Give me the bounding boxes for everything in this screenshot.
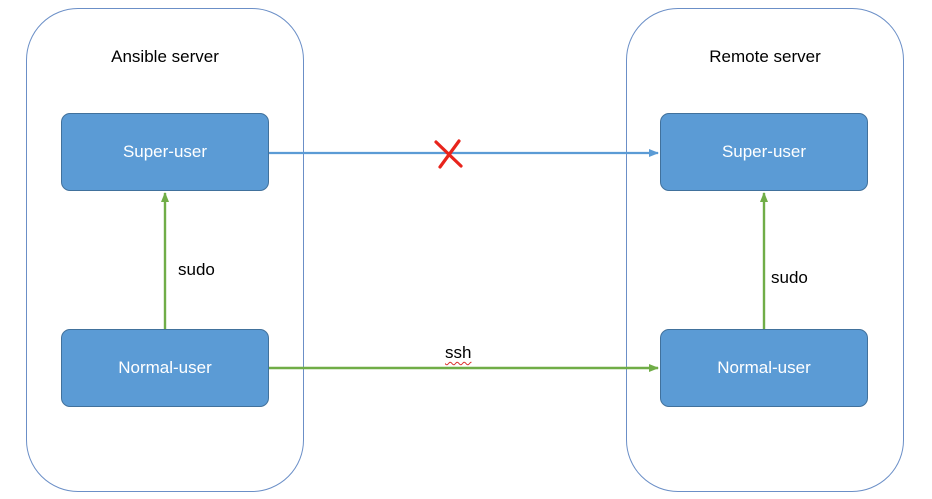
ansible-server-title: Ansible server [111,47,219,66]
ansible-server-container [26,8,304,492]
ansible-super-user-label: Super-user [122,142,208,161]
remote-super-user-label: Super-user [721,142,807,161]
ansible-super-user-box: Super-user [61,113,269,191]
remote-server-title: Remote server [709,47,821,66]
ansible-sudo-label: sudo [178,260,215,279]
remote-server-container [626,8,904,492]
remote-normal-user-label: Normal-user [717,358,811,377]
blocked-cross-icon [434,139,463,169]
ssh-label: ssh [445,343,472,362]
ansible-normal-user-box: Normal-user [61,329,269,407]
remote-normal-user-box: Normal-user [660,329,868,407]
ansible-normal-user-label: Normal-user [118,358,212,377]
remote-sudo-label: sudo [771,268,808,287]
remote-super-user-box: Super-user [660,113,868,191]
